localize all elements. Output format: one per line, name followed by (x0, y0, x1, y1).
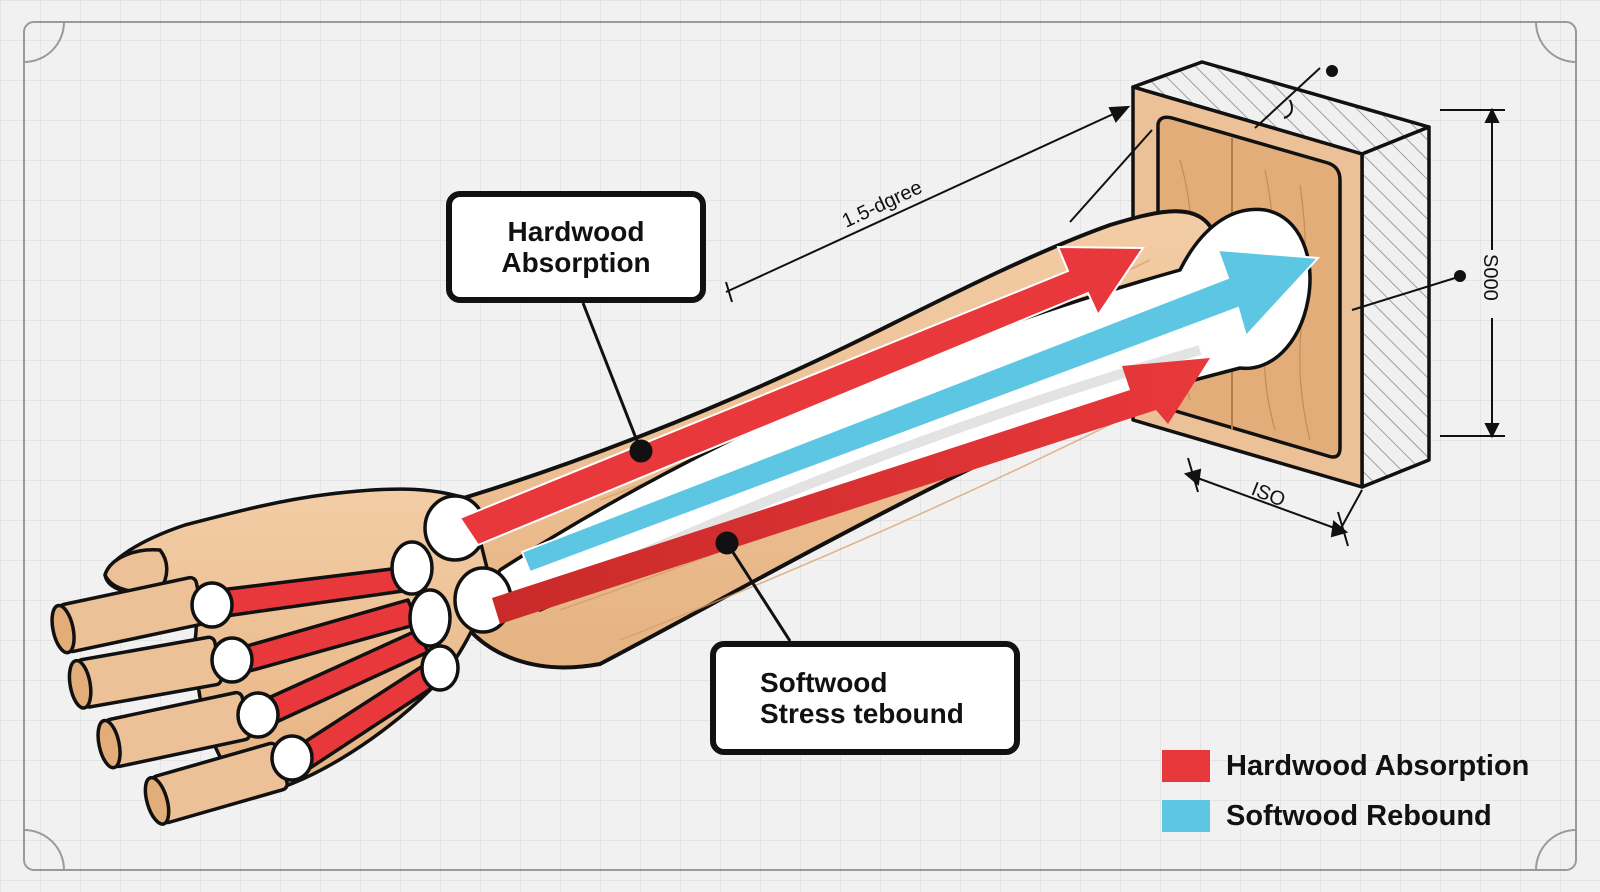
hand (50, 487, 513, 826)
hardwood-callout-line-2: Absorption (501, 247, 651, 278)
frame-border (23, 21, 1577, 871)
hardwood-lower-arrow (492, 358, 1210, 624)
finger-logs (50, 575, 289, 826)
legend-swatch-softwood (1162, 800, 1210, 832)
dimension-lines (725, 65, 1505, 547)
callout-leaders (581, 302, 792, 642)
hardwood-absorption-arrow (458, 245, 1145, 547)
height-label: S000 (1479, 254, 1501, 301)
legend-item-softwood: Softwood Rebound (1162, 792, 1529, 840)
softwood-stress-callout: Softwood Stress tebound (710, 641, 1020, 755)
wood-block-side (1360, 125, 1431, 489)
thumb-nail (103, 548, 169, 594)
force-arrows (458, 245, 1321, 624)
knuckle-bones (190, 494, 513, 782)
legend-label-softwood: Softwood Rebound (1226, 799, 1492, 832)
legend-item-hardwood: Hardwood Absorption (1162, 742, 1529, 790)
softwood-rebound-arrow (520, 248, 1321, 574)
legend-label-hardwood: Hardwood Absorption (1226, 749, 1530, 782)
legend-swatch-hardwood (1162, 750, 1210, 782)
softwood-callout-line-1: Softwood (760, 667, 888, 698)
hardwood-absorption-callout: Hardwood Absorption (446, 191, 706, 303)
hardwood-callout-line-1: Hardwood (507, 216, 645, 247)
legend: Hardwood Absorption Softwood Rebound (1162, 742, 1529, 842)
softwood-callout-line-2: Stress tebound (760, 698, 964, 729)
